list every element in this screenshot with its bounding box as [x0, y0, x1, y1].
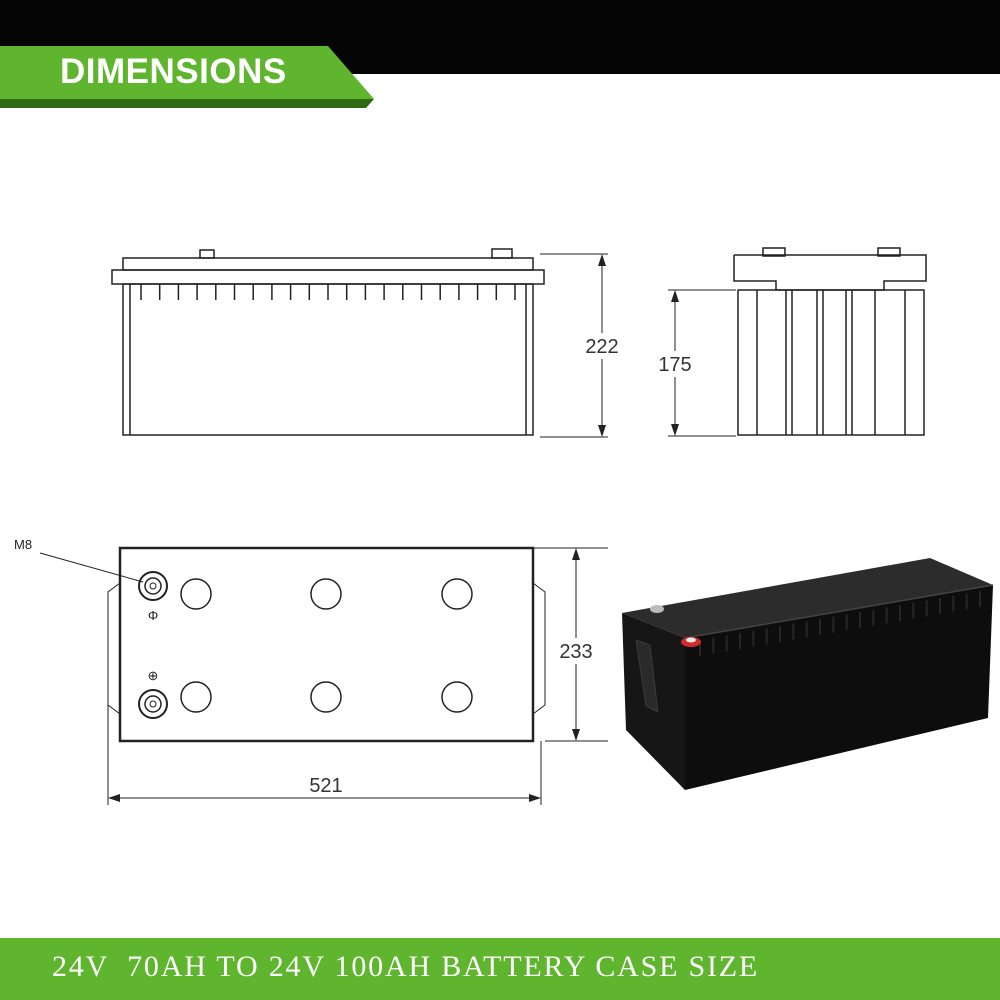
- vent-cap: [310, 578, 342, 610]
- photo-negative-terminal: [650, 605, 664, 613]
- battery-photo-icon: [622, 558, 994, 790]
- depth-label-bg: [554, 638, 598, 664]
- front-ribs: [140, 284, 516, 300]
- photo-ribs: [699, 591, 981, 656]
- terminal-size-label: M8: [14, 537, 32, 552]
- front-body: [122, 283, 534, 436]
- front-lid-rim: [111, 269, 545, 285]
- vent-cap: [310, 681, 342, 713]
- negative-symbol: Φ: [148, 608, 158, 623]
- side-view: [668, 247, 927, 437]
- negative-terminal: [138, 571, 168, 601]
- top-view: [39, 546, 608, 805]
- front-lid-top: [122, 257, 534, 271]
- front-view: [111, 248, 608, 438]
- side-height-label-bg: [653, 351, 697, 377]
- vent-cap: [441, 681, 473, 713]
- banner-shadow: [0, 99, 374, 108]
- footer-bar: [0, 938, 1000, 1000]
- technical-drawing: 222 175: [14, 247, 994, 805]
- side-body: [737, 289, 925, 436]
- front-height-label: 222: [585, 336, 618, 358]
- dimensions-banner: [0, 46, 374, 108]
- vent-cap: [180, 578, 212, 610]
- width-label: 521: [309, 775, 342, 797]
- footer-caption: 24V 70AH TO 24V 100AH BATTERY CASE SIZE: [52, 950, 760, 983]
- banner-green-shape: [0, 46, 374, 99]
- vent-cap: [441, 578, 473, 610]
- page-title: DIMENSIONS: [60, 52, 287, 91]
- front-height-label-bg: [580, 333, 624, 359]
- side-height-label: 175: [658, 354, 691, 376]
- side-lid: [733, 254, 927, 291]
- vent-cap: [180, 681, 212, 713]
- depth-label: 233: [559, 641, 592, 663]
- positive-terminal: [138, 689, 168, 719]
- positive-symbol: ⊕: [148, 668, 159, 683]
